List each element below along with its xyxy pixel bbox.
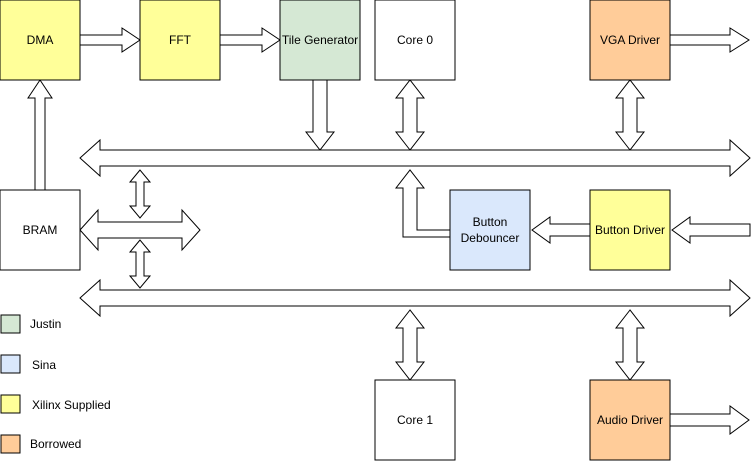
arrow-debouncer-to-bus xyxy=(394,169,451,238)
arrow-button-driver-to-debouncer xyxy=(531,216,591,244)
block-audio-driver-box xyxy=(589,379,671,461)
block-core1-label: Core 1 xyxy=(397,413,433,427)
legend-swatch-xilinx xyxy=(0,394,21,414)
block-button-debouncer-label-2: Debouncer xyxy=(461,231,520,245)
arrow-vga-output xyxy=(669,27,750,53)
block-button-debouncer-label-1: Button xyxy=(473,215,508,229)
arrow-core0-bus xyxy=(394,79,426,151)
arrow-dma-to-fft xyxy=(79,27,141,53)
block-fft: FFT xyxy=(139,0,221,81)
block-fft-box xyxy=(139,0,221,81)
legend-label-borrowed: Borrowed xyxy=(30,437,81,451)
arrow-input-to-button-driver xyxy=(671,216,751,244)
arrow-fft-to-tile-generator xyxy=(219,27,281,53)
block-bram-label: BRAM xyxy=(23,223,58,237)
block-button-driver-label: Button Driver xyxy=(595,223,665,237)
block-core1: Core 1 xyxy=(374,379,456,461)
legend-label-xilinx: Xilinx Supplied xyxy=(32,398,111,412)
block-audio-driver: Audio Driver xyxy=(589,379,671,461)
block-vga-driver-box xyxy=(589,0,671,81)
legend-swatch-justin xyxy=(0,314,21,334)
block-core0-box xyxy=(374,0,456,81)
block-dma: DMA xyxy=(0,0,81,81)
block-vga-driver-label: VGA Driver xyxy=(600,33,660,47)
block-button-debouncer: Button Debouncer xyxy=(449,189,531,271)
block-bram: BRAM xyxy=(0,189,81,271)
bottom-bus xyxy=(79,278,751,318)
block-vga-driver: VGA Driver xyxy=(589,0,671,81)
arrow-vga-bus xyxy=(614,79,646,151)
block-dma-box xyxy=(0,0,81,81)
block-button-driver-box xyxy=(589,189,671,271)
block-button-driver: Button Driver xyxy=(589,189,671,271)
block-core1-box xyxy=(374,379,456,461)
arrow-bram-to-dma xyxy=(27,79,53,191)
legend-item-justin: Justin xyxy=(0,314,61,334)
block-bram-box xyxy=(0,189,81,271)
arrow-tile-generator-to-bus xyxy=(304,79,336,151)
legend-item-xilinx: Xilinx Supplied xyxy=(0,394,111,414)
block-dma-label: DMA xyxy=(27,33,54,47)
legend: Justin Sina Xilinx Supplied Borrowed xyxy=(0,314,111,454)
top-bus xyxy=(79,138,751,178)
legend-swatch-borrowed xyxy=(0,434,21,454)
arrow-audio-output xyxy=(669,405,750,435)
arrow-core1-bus xyxy=(394,309,426,381)
legend-label-sina: Sina xyxy=(32,358,56,372)
legend-item-sina: Sina xyxy=(0,354,56,374)
block-tile-generator: Tile Generator xyxy=(279,0,361,81)
block-fft-label: FFT xyxy=(169,33,192,47)
block-button-debouncer-box xyxy=(449,189,531,271)
legend-item-borrowed: Borrowed xyxy=(0,434,81,454)
legend-label-justin: Justin xyxy=(30,317,61,331)
block-tile-generator-label: Tile Generator xyxy=(282,33,358,47)
arrow-bram-connector xyxy=(79,208,201,252)
block-tile-generator-box xyxy=(279,0,361,81)
arrow-topbus-brambus xyxy=(128,169,152,219)
arrow-brambus-bottombus xyxy=(128,239,152,289)
block-audio-driver-label: Audio Driver xyxy=(597,413,663,427)
block-core0-label: Core 0 xyxy=(397,33,433,47)
block-core0: Core 0 xyxy=(374,0,456,81)
arrow-audio-bus xyxy=(614,309,646,381)
legend-swatch-sina xyxy=(0,354,21,374)
